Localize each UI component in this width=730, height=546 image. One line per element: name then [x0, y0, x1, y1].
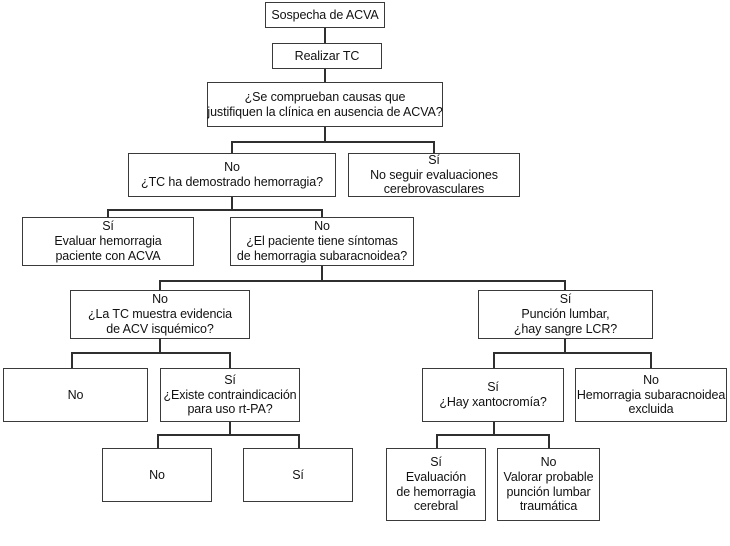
node-tc-demostrado-hemorragia[interactable]: No¿TC ha demostrado hemorragia?: [128, 153, 336, 197]
c-n9-down: [564, 339, 566, 352]
node-no-terminal-izq[interactable]: No: [3, 368, 148, 422]
node-label-line: No: [152, 292, 168, 307]
c-split6-left: [157, 434, 159, 448]
node-label-line: de hemorragia: [396, 484, 476, 499]
c-split6-right: [298, 434, 300, 448]
node-label-line: ¿Hay xantocromía?: [439, 395, 547, 409]
node-label-line: punción lumbar: [506, 484, 591, 499]
node-label-line: ¿El paciente tiene síntomas: [246, 234, 398, 249]
c-split5-right: [650, 352, 652, 368]
c-n8-down: [159, 339, 161, 352]
c-split7-h: [436, 434, 549, 436]
c-split7-right: [548, 434, 550, 448]
node-label-line: No: [224, 160, 240, 175]
node-label-line: para uso rt-PA?: [187, 402, 273, 417]
c-split4-right: [229, 352, 231, 368]
node-label-line: Sí: [430, 455, 442, 469]
node-label-line: No seguir evaluaciones: [370, 167, 498, 182]
c-n3-down: [324, 127, 326, 141]
node-no-terminal-rt-pa[interactable]: No: [102, 448, 212, 502]
node-label-line: No: [67, 387, 84, 402]
c-split1-h: [231, 141, 434, 143]
c-split4-left: [71, 352, 73, 368]
node-label-line: de ACV isquémico?: [106, 321, 214, 336]
node-hay-xantocromia[interactable]: Sí¿Hay xantocromía?: [422, 368, 564, 422]
node-label-line: traumática: [519, 499, 578, 514]
node-label-line: Sospecha de ACVA: [271, 7, 379, 22]
c-split5-h: [493, 352, 651, 354]
c-split4-h: [71, 352, 230, 354]
node-label-line: Sí: [224, 372, 236, 387]
node-label-line: Valorar probable: [503, 469, 594, 484]
node-label-line: Hemorragia subaracnoidea: [576, 387, 726, 402]
node-label-line: Realizar TC: [294, 48, 360, 63]
node-label-line: ¿hay sangre LCR?: [513, 321, 618, 336]
c-n12-down: [493, 422, 495, 434]
node-label-line: Sí: [428, 152, 440, 167]
node-label-line: de hemorragia subaracnoidea?: [236, 248, 408, 263]
node-label-line: No: [149, 467, 165, 482]
c-n4-down: [231, 197, 233, 209]
node-label-line: ¿Existe contraindicación: [163, 387, 297, 402]
c-split2-right: [321, 209, 323, 218]
c-split1-left: [231, 141, 233, 153]
node-label-line: No: [540, 455, 557, 469]
c-n1-n2: [324, 28, 326, 43]
node-label-line: ¿Se comprueban causas que: [244, 89, 406, 104]
node-label-line: Punción lumbar,: [521, 307, 610, 322]
node-label-line: justifiquen la clínica en ausencia de AC…: [207, 104, 443, 119]
c-n2-n3: [324, 69, 326, 82]
node-sospecha-acva[interactable]: Sospecha de ACVA: [265, 2, 385, 28]
c-split3-h: [159, 280, 565, 282]
node-label-line: Sí: [487, 380, 499, 395]
node-label-line: cerebral: [413, 499, 459, 514]
node-label-line: No: [314, 219, 330, 234]
c-split3-right: [564, 280, 566, 291]
c-split2-h: [107, 209, 322, 211]
c-split2-left: [107, 209, 109, 218]
c-split7-left: [436, 434, 438, 448]
c-split3-left: [159, 280, 161, 291]
node-label-line: cerebrovasculares: [383, 182, 485, 197]
node-label-line: Evaluar hemorragia: [54, 234, 162, 249]
c-n7-down: [321, 266, 323, 280]
node-label-line: excluida: [628, 402, 674, 417]
node-label-line: ¿TC ha demostrado hemorragia?: [141, 175, 323, 189]
c-split1-right: [433, 141, 435, 153]
c-split6-h: [157, 434, 299, 436]
node-realizar-tc[interactable]: Realizar TC: [272, 43, 382, 69]
node-label-line: Sí: [102, 219, 114, 234]
node-label-line: paciente con ACVA: [55, 248, 161, 263]
node-label-line: Sí: [559, 292, 572, 307]
c-n11-down: [229, 422, 231, 434]
c-split5-left: [493, 352, 495, 368]
node-label-line: Evaluación: [405, 469, 467, 484]
node-si-terminal-rt-pa[interactable]: Sí: [243, 448, 353, 502]
node-label-line: Sí: [292, 467, 304, 482]
node-label-line: No: [643, 372, 659, 387]
node-label-line: ¿La TC muestra evidencia: [88, 307, 232, 322]
